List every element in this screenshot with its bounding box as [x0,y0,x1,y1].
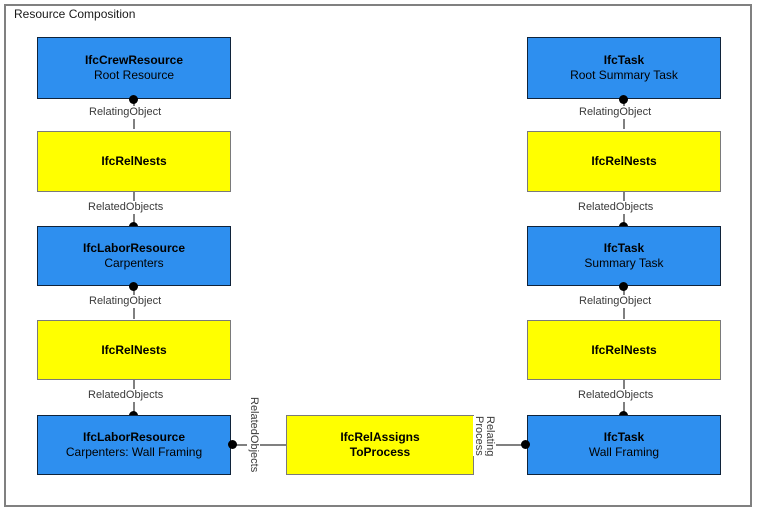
node-type-label: IfcLaborResource [82,430,186,444]
node-name-label: Root Resource [93,68,175,82]
node-type-label: IfcCrewResource [84,53,184,67]
edge-label-center-right-line2: Process [473,416,485,456]
node-left-root[interactable]: IfcCrewResource Root Resource [37,37,231,99]
node-type-label: IfcRelNests [101,154,167,168]
edge-label-left-3: RelatingObject [87,295,164,308]
edge-label-right-3: RelatingObject [577,295,654,308]
node-right-relnests-1[interactable]: IfcRelNests [527,131,721,192]
node-right-mid[interactable]: IfcTask Summary Task [527,226,721,286]
node-left-relnests-1[interactable]: IfcRelNests [37,131,231,192]
page-title: Resource Composition [14,7,136,21]
edge-label-right-2: RelatedObjects [576,201,656,214]
node-type-label: IfcRelNests [591,342,657,357]
endpoint-dot-left-3 [129,282,138,291]
edge-label-right-1: RelatingObject [577,106,654,119]
node-name-label: Carpenters [104,256,164,270]
edge-label-left-4: RelatedObjects [86,389,166,402]
endpoint-dot-right-1 [619,95,628,104]
node-type-label: IfcLaborResource [82,241,186,255]
endpoint-dot-right-3 [619,282,628,291]
edge-label-left-2: RelatedObjects [86,201,166,214]
edge-label-right-4: RelatedObjects [576,389,656,402]
node-right-root[interactable]: IfcTask Root Summary Task [527,37,721,99]
node-type-label: IfcRelNests [591,154,657,168]
endpoint-dot-center-right [521,440,530,449]
endpoint-dot-left-1 [129,95,138,104]
node-right-leaf[interactable]: IfcTask Wall Framing [527,415,721,475]
node-name-label: Summary Task [584,256,664,270]
node-type-label: IfcRelNests [101,342,167,357]
node-center-relassignstoprocess[interactable]: IfcRelAssigns ToProcess [286,415,474,475]
edge-label-center-left: RelatedObjects [247,397,260,473]
edge-label-center-right-line1: Relating [484,416,496,457]
node-name-label: Root Summary Task [570,68,678,82]
node-name-label: Wall Framing [588,445,660,459]
node-right-relnests-2[interactable]: IfcRelNests [527,320,721,380]
node-type-label-line2: ToProcess [349,445,411,459]
node-name-label: Carpenters: Wall Framing [65,445,203,459]
node-type-label-line1: IfcRelAssigns [340,430,420,444]
node-left-relnests-2[interactable]: IfcRelNests [37,320,231,380]
node-type-label: IfcTask [603,53,645,67]
connector-center-right [474,444,527,446]
node-type-label: IfcTask [603,241,645,255]
node-left-mid[interactable]: IfcLaborResource Carpenters [37,226,231,286]
endpoint-dot-center-left [228,440,237,449]
node-left-leaf[interactable]: IfcLaborResource Carpenters: Wall Framin… [37,415,231,475]
node-type-label: IfcTask [603,430,645,444]
edge-label-left-1: RelatingObject [87,106,164,119]
